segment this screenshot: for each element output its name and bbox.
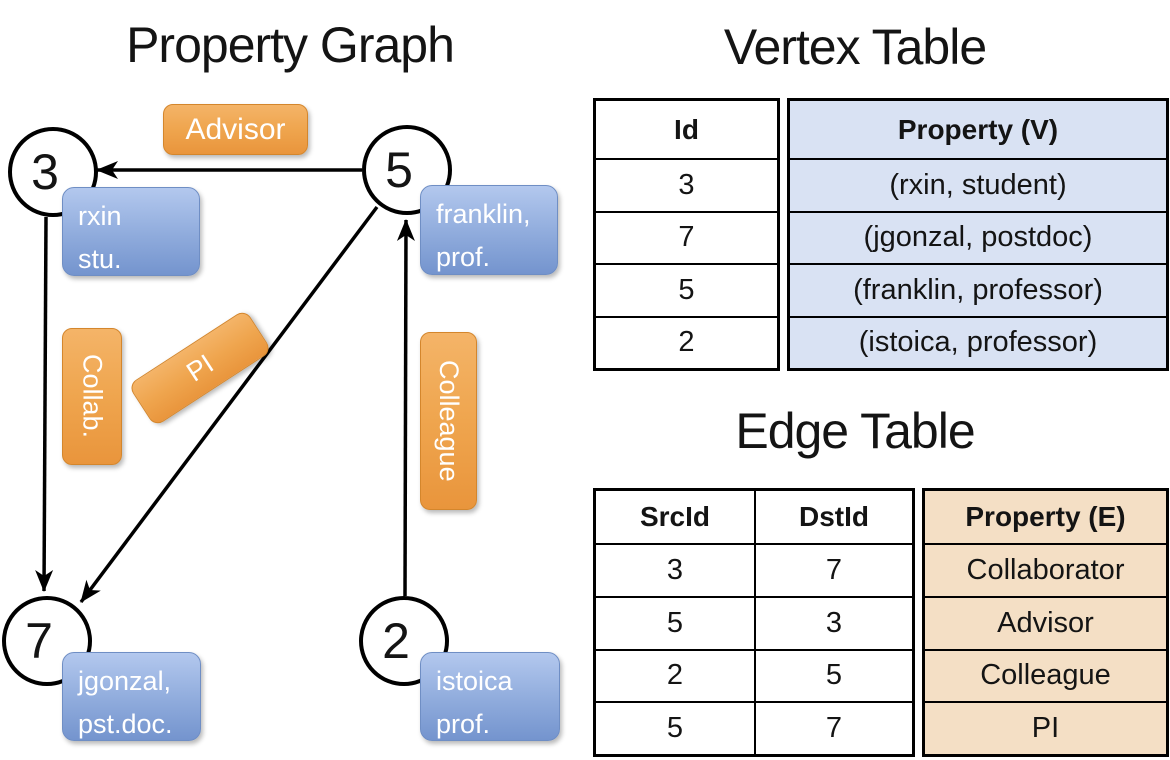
vertex-property-box-istoica: istoica prof. [420, 652, 560, 741]
vertex-id-label: 5 [385, 142, 413, 198]
property-line: prof. [436, 241, 491, 272]
edge-property-cell: Advisor [925, 595, 1166, 649]
edge-label-advisor: Advisor [163, 104, 308, 155]
edge-table-property-column: Property (E) Collaborator Advisor Collea… [922, 488, 1169, 757]
vertex-table-property-column: Property (V) (rxin, student) (jgonzal, p… [787, 98, 1169, 371]
graph-edges [35, 161, 415, 604]
vertex-property-cell: (rxin, student) [790, 158, 1166, 211]
edge-pi-5-to-7 [79, 205, 379, 604]
property-line: rxin [78, 201, 122, 231]
vertex-node-5: 5 [362, 125, 452, 215]
property-line: jgonzal, [78, 666, 172, 696]
edge-label-colleague: Colleague [420, 332, 477, 510]
vertex-id-cell: 2 [596, 315, 777, 369]
edge-dstid-cell: 7 [754, 701, 912, 754]
edge-srcid-cell: 2 [596, 648, 754, 702]
vertex-property-cell: (istoica, professor) [790, 315, 1166, 368]
vertex-id-label: 7 [25, 613, 53, 669]
vertex-id-cell: 3 [596, 158, 777, 211]
edge-collab-3-to-7 [35, 216, 54, 592]
vertex-node-2: 2 [359, 596, 449, 686]
vertex-property-box-rxin: rxin stu. [62, 187, 200, 276]
edge-table-header-property: Property (E) [925, 491, 1166, 543]
property-line: stu. [78, 243, 122, 274]
vertex-table-id-column: Id 3 7 5 2 [593, 98, 780, 371]
edge-property-cell: Collaborator [925, 543, 1166, 596]
edge-srcid-cell: 5 [596, 701, 754, 754]
property-line: prof. [436, 708, 491, 739]
vertex-id-label: 2 [382, 613, 410, 669]
vertex-property-box-franklin: franklin, prof. [420, 185, 558, 275]
edge-colleague-2-to-5 [396, 219, 415, 597]
edge-dstid-cell: 5 [754, 648, 912, 702]
edge-srcid-cell: 3 [596, 543, 754, 596]
vertex-id-cell: 7 [596, 210, 777, 264]
edge-table-header-srcid: SrcId [639, 501, 711, 532]
edge-table-title: Edge Table [735, 403, 975, 459]
edge-property-cell: Colleague [925, 648, 1166, 702]
property-line: pst.doc. [78, 708, 173, 739]
vertex-id-cell: 5 [596, 263, 777, 316]
vertex-property-cell: (franklin, professor) [790, 263, 1166, 316]
edge-srcid-cell: 5 [596, 595, 754, 649]
edge-table-id-columns: SrcId DstId 3 7 5 3 2 5 5 7 [593, 488, 915, 757]
edge-table-header-dstid: DstId [754, 491, 912, 543]
vertex-table-title: Vertex Table [723, 19, 987, 75]
vertex-table-header-id: Id [674, 113, 699, 145]
edge-label-collab: Collab. [62, 328, 122, 465]
property-graph-title: Property Graph [126, 17, 455, 73]
property-line: franklin, [436, 199, 531, 229]
vertex-id-label: 3 [31, 144, 59, 200]
vertex-property-cell: (jgonzal, postdoc) [790, 210, 1166, 263]
vertex-table-header-property: Property (V) [790, 101, 1166, 158]
vertex-property-box-jgonzal: jgonzal, pst.doc. [62, 652, 201, 741]
edge-dstid-cell: 7 [754, 543, 912, 596]
property-line: istoica [436, 666, 513, 696]
edge-dstid-cell: 3 [754, 595, 912, 649]
edge-property-cell: PI [925, 701, 1166, 754]
